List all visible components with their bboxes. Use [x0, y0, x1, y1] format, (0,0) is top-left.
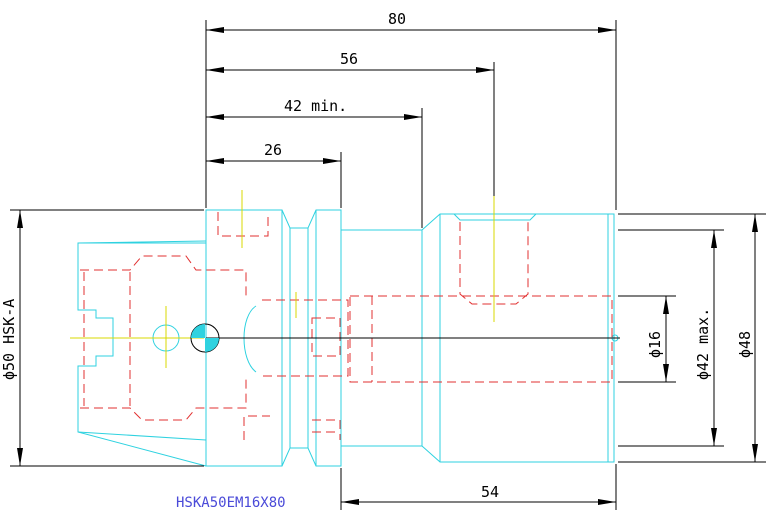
arrow-56-left: [206, 67, 224, 73]
arrow-16-top: [663, 296, 669, 314]
dim-text-dia16: ϕ16: [646, 331, 664, 358]
arrow-48-bottom: [752, 444, 758, 462]
coolant-bore-hidden: [262, 299, 349, 377]
arrow-80-left: [206, 27, 224, 33]
taper-bore-hidden: [80, 255, 247, 421]
arrow-56-right: [476, 67, 494, 73]
centerlines: [70, 190, 620, 368]
dimensions: 80 56 42 min. 26 54 ϕ50 HSK-A ϕ16 ϕ42 ma…: [0, 10, 766, 510]
hidden-lines: [80, 212, 613, 440]
key-slot-top-hidden: [217, 212, 269, 237]
hsk-taper-bottom-edge: [77, 431, 207, 441]
flange-bore-arc: [243, 305, 257, 373]
tool-bore-hidden: [349, 295, 613, 383]
dim-text-dia48: ϕ48: [736, 331, 754, 358]
dim-text-26: 26: [264, 141, 282, 159]
dim-text-42: 42 min.: [284, 97, 347, 115]
arrow-54-left: [341, 499, 359, 505]
arrow-48-top: [752, 214, 758, 232]
dim-text-dia42: ϕ42 max.: [694, 308, 712, 380]
coolant-bore-inner-hidden: [311, 317, 341, 357]
key-slot-bottom-hidden: [243, 415, 270, 440]
arrow-80-right: [598, 27, 616, 33]
body-set-screw-outline: [453, 213, 537, 221]
part-number-label: HSKA50EM16X80: [176, 495, 286, 511]
hsk-taper-outline: [77, 242, 207, 467]
arrow-42max-bottom: [711, 428, 717, 446]
dim-text-80: 80: [388, 10, 406, 28]
dim-text-dia50: ϕ50 HSK-A: [0, 299, 18, 380]
groove-bore-hidden: [312, 419, 341, 440]
arrow-16-bottom: [663, 364, 669, 382]
arrow-50-bottom: [17, 448, 23, 466]
dim-text-56: 56: [340, 50, 358, 68]
arrow-42-right: [404, 114, 422, 120]
arrow-50-top: [17, 210, 23, 228]
arrow-26-left: [206, 158, 224, 164]
arrow-26-right: [323, 158, 341, 164]
set-screw-hidden: [459, 222, 529, 305]
dim-text-54: 54: [481, 483, 499, 501]
gauge-symbol: [190, 323, 220, 353]
arrow-42-left: [206, 114, 224, 120]
arrow-54-right: [598, 499, 616, 505]
arrow-42max-top: [711, 230, 717, 248]
hsk-taper-top-edge: [77, 240, 207, 244]
